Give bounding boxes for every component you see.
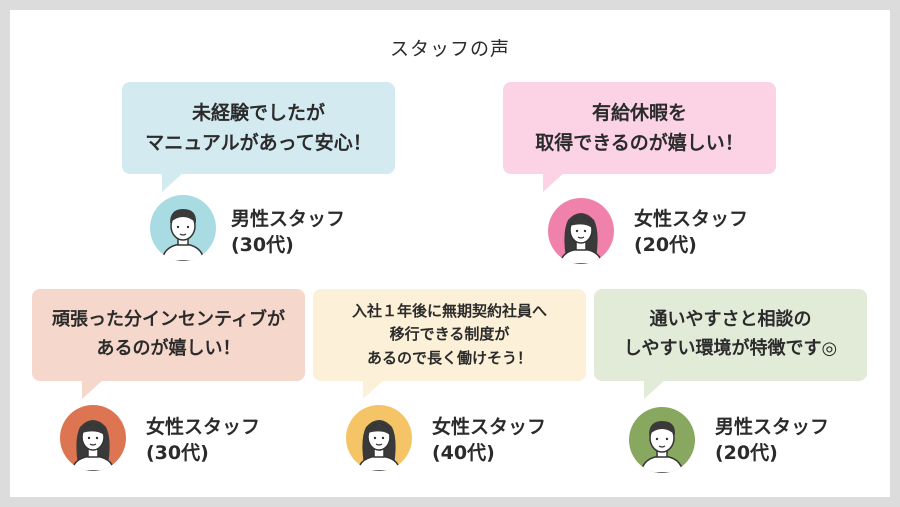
staff-gender: 女性スタッフ <box>432 416 547 438</box>
staff-label: 女性スタッフ (20代) <box>634 207 748 258</box>
bubble-line: しやすい環境が特徴です◎ <box>623 338 838 359</box>
bubble-tail <box>543 172 565 192</box>
bubble-line: 頑張った分インセンティブが <box>52 309 285 331</box>
staff-gender: 男性スタッフ <box>715 416 830 438</box>
staff-label: 女性スタッフ (40代) <box>432 415 546 466</box>
staff-age: (40代) <box>432 441 495 464</box>
bubble-line: マニュアルがあって安心！ <box>145 132 372 154</box>
male-staff-avatar <box>629 407 695 473</box>
female-staff-avatar <box>548 198 614 264</box>
male-staff-avatar <box>150 195 216 261</box>
staff-label: 男性スタッフ (30代) <box>231 207 345 258</box>
staff-gender: 女性スタッフ <box>146 416 261 438</box>
bubble-line: 通いやすさと相談の <box>649 309 812 331</box>
staff-label: 女性スタッフ (30代) <box>146 415 260 466</box>
bubble-tail <box>363 379 385 399</box>
staff-gender: 男性スタッフ <box>231 208 346 230</box>
bubble-line: 取得できるのが嬉しい！ <box>535 132 744 154</box>
speech-bubble-voice-5: 通いやすさと相談の しやすい環境が特徴です◎ <box>594 289 867 399</box>
bubble-line: 移行できる制度が <box>389 325 510 344</box>
bubble-line: 有給休暇を <box>591 101 687 124</box>
bubble-line: 入社１年後に無期契約社員へ <box>351 302 547 321</box>
speech-bubble-voice-3: 頑張った分インセンティブが あるのが嬉しい！ <box>32 289 305 399</box>
staff-voices-panel: スタッフの声 未経験でしたが マニュアルがあって安心！ 男性スタッフ (30代)… <box>10 10 890 497</box>
page-title: スタッフの声 <box>389 38 510 60</box>
staff-age: (20代) <box>634 233 697 256</box>
staff-age: (20代) <box>715 441 778 464</box>
female-staff-avatar <box>346 405 412 471</box>
bubble-tail <box>82 379 104 399</box>
bubble-tail <box>162 172 184 192</box>
bubble-line: あるのが嬉しい！ <box>96 338 241 359</box>
staff-gender: 女性スタッフ <box>634 208 749 230</box>
speech-bubble-voice-2: 有給休暇を 取得できるのが嬉しい！ <box>503 82 776 192</box>
speech-bubble-voice-4: 入社１年後に無期契約社員へ 移行できる制度が あるので長く働けそう！ <box>313 289 586 399</box>
staff-label: 男性スタッフ (20代) <box>715 415 829 466</box>
staff-age: (30代) <box>231 233 294 256</box>
bubble-line: あるので長く働けそう！ <box>366 348 532 367</box>
bubble-line: 未経験でしたが <box>191 101 325 124</box>
staff-age: (30代) <box>146 441 209 464</box>
speech-bubble-voice-1: 未経験でしたが マニュアルがあって安心！ <box>122 82 395 192</box>
female-staff-avatar <box>60 405 126 471</box>
bubble-tail <box>644 379 666 399</box>
